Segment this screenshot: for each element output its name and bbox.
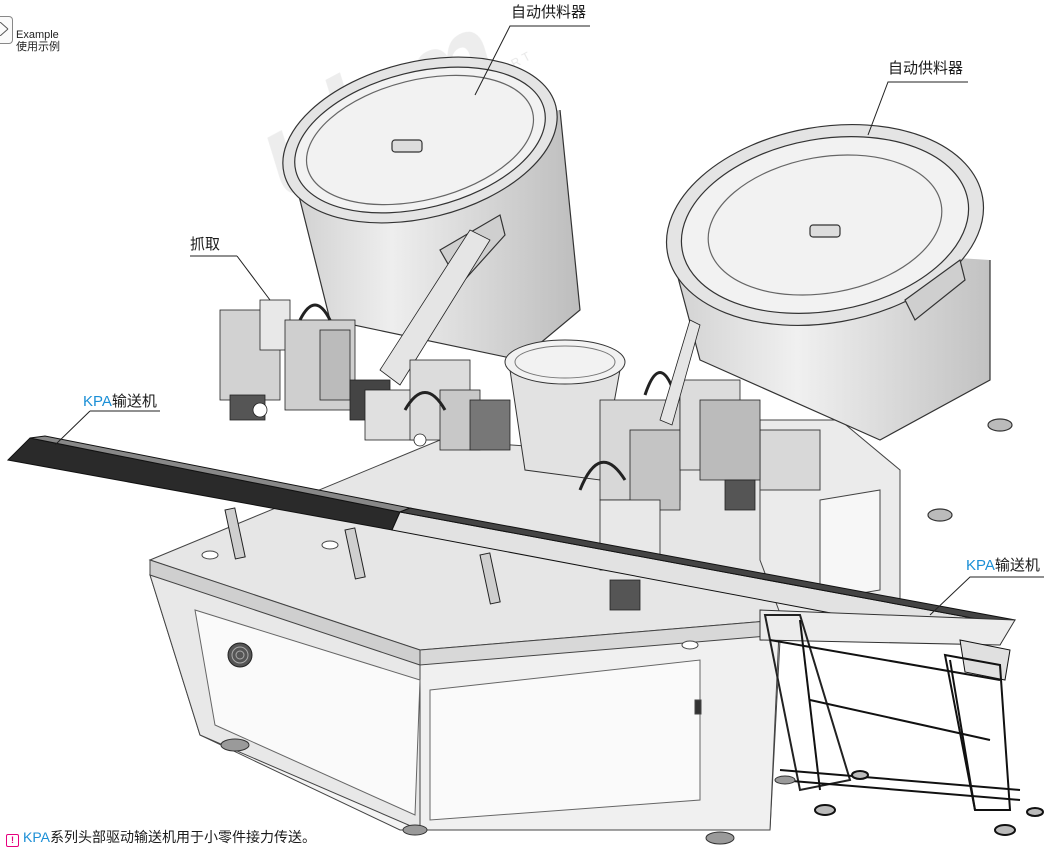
example-label-zh: 使用示例 [16, 41, 60, 53]
callout-conveyor-right-suffix: 输送机 [994, 557, 1040, 574]
callout-leaders [54, 25, 1044, 616]
example-corner-icon [0, 22, 9, 36]
callout-feeder-right: 自动供料器 [888, 60, 964, 77]
footnote-prefix: KPA [23, 829, 50, 845]
kpa-conveyor-main [6, 435, 1017, 681]
right-feeder-bowl [665, 123, 1013, 522]
machine-feet [220, 738, 796, 845]
conveyor-frame-right [763, 614, 1044, 836]
example-badge [0, 16, 13, 44]
callout-conveyor-right: KPA输送机 [966, 557, 1040, 575]
footnote: ! KPA系列头部驱动输送机用于小零件接力传送。 [6, 827, 316, 847]
callout-conveyor-right-prefix: KPA [966, 557, 995, 574]
example-label-en: Example [16, 29, 59, 41]
left-feeder-bowl [282, 56, 581, 361]
callout-conveyor-left-suffix: 输送机 [111, 393, 157, 410]
exclamation-note-icon: ! [6, 834, 19, 847]
callout-feeder-left: 自动供料器 [511, 4, 587, 21]
conveyor-stand-legs [224, 507, 501, 605]
pick-place-unit-right [578, 319, 761, 611]
example-label: Example 使用示例 [16, 29, 60, 53]
callout-conveyor-left-prefix: KPA [83, 393, 112, 410]
callout-conveyor-left: KPA输送机 [83, 393, 157, 411]
footnote-text: 系列头部驱动输送机用于小零件接力传送。 [49, 829, 316, 845]
callout-grab: 抓取 [190, 236, 221, 253]
pick-place-unit-middle [403, 359, 511, 451]
